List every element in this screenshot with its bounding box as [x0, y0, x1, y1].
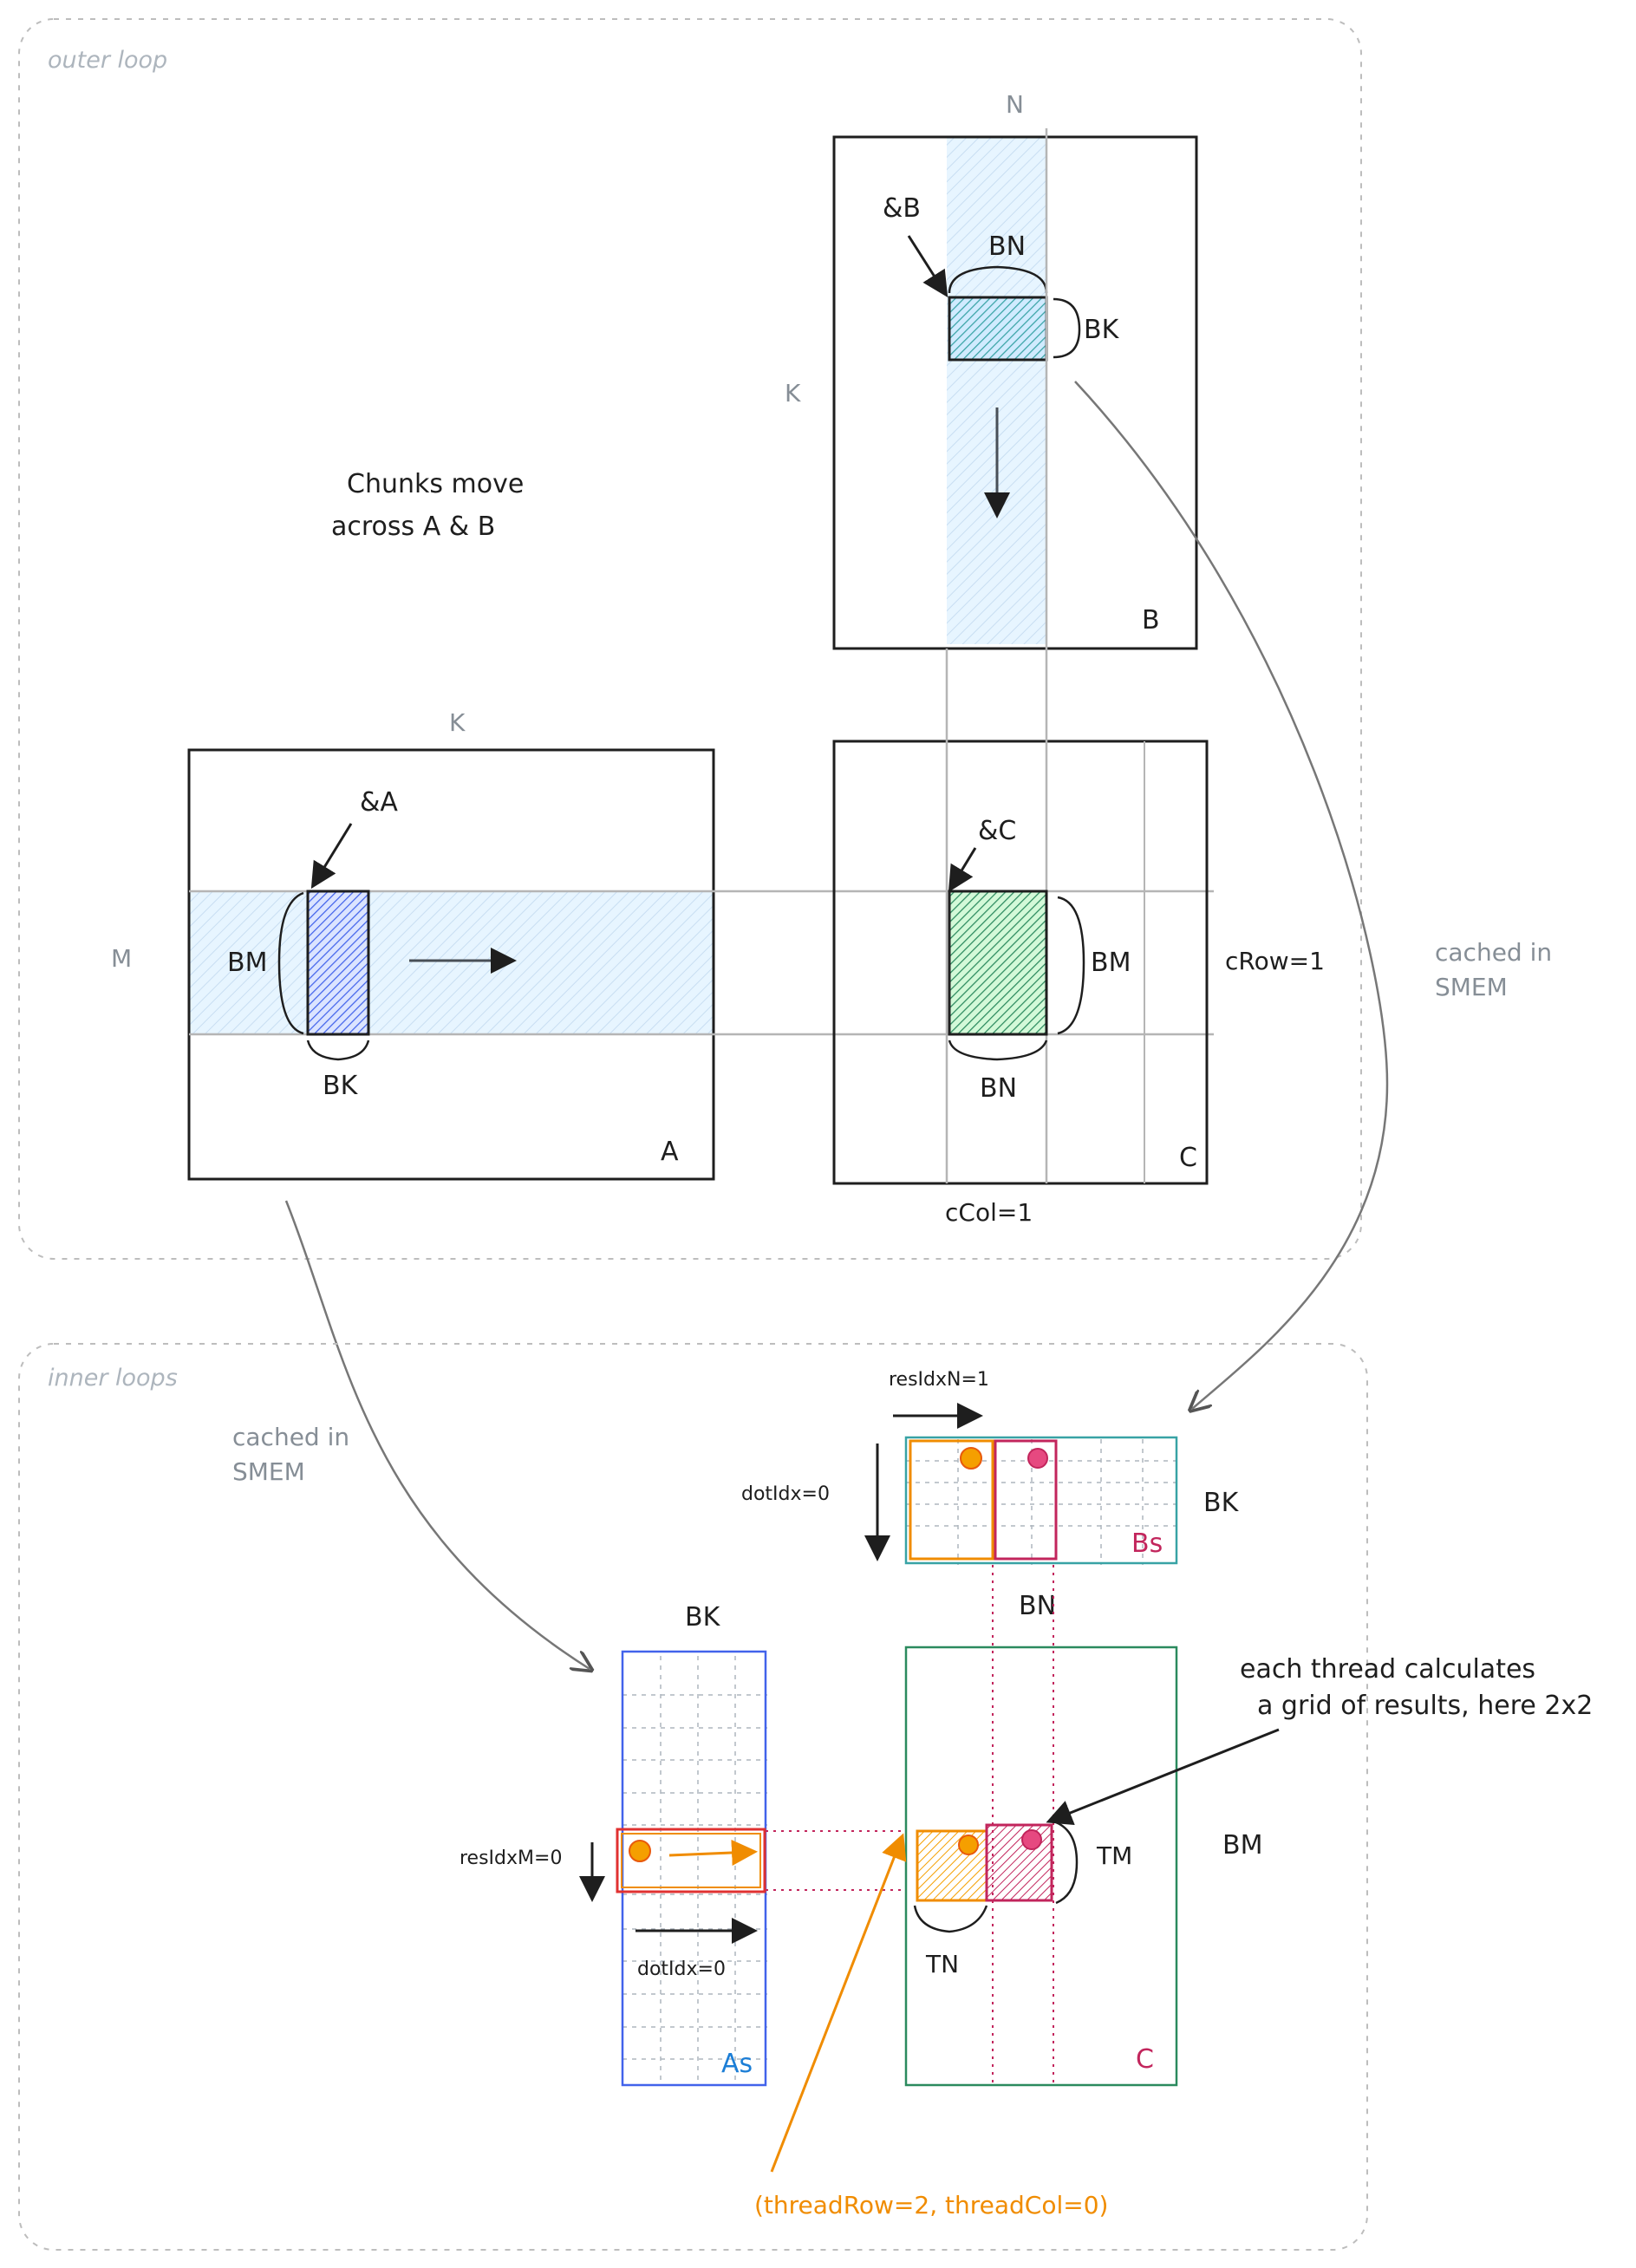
cached-note-b-line1: cached in	[1435, 938, 1552, 967]
as-bk-label: BK	[685, 1602, 721, 1633]
thread-note-line2: a grid of results, here 2x2	[1257, 1691, 1593, 1721]
as-orange-block	[621, 1833, 761, 1888]
as-thread-row	[616, 1828, 766, 1893]
matrix-c: C &C BM BN cRow=1 cCol=1	[832, 128, 1325, 1227]
matrix-c-addr-label: &C	[978, 816, 1016, 846]
matrix-a-bk-brace	[306, 1040, 370, 1061]
matrix-b: B N K &B BN BK	[785, 90, 1198, 650]
chunks-note-line2: across A & B	[331, 512, 495, 542]
bs-crimson-dot	[1027, 1448, 1048, 1469]
matrix-c-bm-label: BM	[1091, 948, 1131, 978]
inner-c-tn-brace	[913, 1905, 988, 1933]
matrix-c-tile-border	[948, 890, 1048, 1036]
cached-note-a-line1: cached in	[232, 1423, 349, 1451]
dot-idx-bs-label: dotIdx=0	[741, 1483, 830, 1505]
inner-c-border	[904, 1646, 1178, 2087]
matrix-a-bm-brace	[277, 891, 304, 1035]
as-label: As	[721, 2049, 753, 2079]
bs-border	[904, 1436, 1178, 1565]
chunks-note-line1: Chunks move	[347, 469, 524, 499]
inner-c-label: C	[1136, 2044, 1154, 2075]
c-row-label: cRow=1	[1225, 947, 1325, 975]
matrix-a: A K M &A BM BK	[111, 708, 1214, 1181]
matrix-a-bk-label: BK	[323, 1071, 359, 1101]
outer-loop-frame	[18, 18, 1362, 1260]
thread-note-line1: each thread calculates	[1240, 1654, 1535, 1685]
outer-loop-title: outer loop	[48, 47, 167, 74]
matrix-a-tile-border	[306, 890, 370, 1036]
matrix-c-label: C	[1179, 1143, 1197, 1173]
matrix-c-tile-hatch	[949, 891, 1046, 1034]
as-tile: dotIdx=0 As BK resIdxM=0	[460, 1602, 767, 2087]
thread-note-arrow	[1046, 1728, 1280, 1826]
matrix-a-bm-label: BM	[227, 948, 267, 978]
matrix-a-tile-hatch	[308, 891, 368, 1034]
bs-orange-dot	[960, 1447, 982, 1470]
bs-tile: Bs BK BN resIdxN=1 dotIdx=0	[741, 1369, 1240, 1621]
inner-loops-title: inner loops	[48, 1365, 178, 1391]
matrix-b-bn-brace	[948, 265, 1048, 294]
thread-coords-label: (threadRow=2, threadCol=0)	[754, 2191, 1108, 2219]
inner-c-crimson-border	[985, 1823, 1053, 1902]
inner-c-crimson-fill	[987, 1825, 1052, 1900]
inner-loops-frame	[18, 1343, 1368, 2251]
bs-crimson-block	[994, 1439, 1058, 1561]
inner-c-tm-label: TM	[1096, 1841, 1132, 1870]
bs-bk-label: BK	[1203, 1488, 1240, 1518]
matrix-b-border	[832, 135, 1198, 650]
matrix-c-bm-brace	[1057, 896, 1085, 1035]
thread-coords-arrow	[770, 1833, 907, 2173]
matrix-c-addr-arrow	[948, 847, 977, 893]
matrix-a-k-label: K	[449, 708, 466, 737]
c-col-label: cCol=1	[945, 1198, 1033, 1227]
dot-idx-as-label: dotIdx=0	[637, 1958, 726, 1980]
bs-label: Bs	[1131, 1528, 1163, 1559]
matrix-c-bn-brace	[948, 1040, 1048, 1061]
inner-c-tm-brace	[1055, 1821, 1079, 1905]
as-orange-dot	[629, 1840, 651, 1862]
bs-bn-label: BN	[1019, 1591, 1056, 1621]
as-grid	[622, 1656, 767, 2081]
matrix-b-column-hatch	[947, 137, 1046, 644]
matrix-b-addr-label: &B	[883, 193, 921, 224]
matrix-a-m-label: M	[111, 944, 132, 973]
matrix-a-row-hatch	[189, 891, 714, 1034]
inner-c-tile: TM TN BM C	[766, 1565, 1262, 2087]
matrix-a-addr-label: &A	[360, 787, 398, 818]
cached-arrow-a	[284, 1200, 590, 1669]
matrix-b-k-label: K	[785, 379, 801, 407]
matrix-b-bk-label: BK	[1084, 315, 1120, 345]
bs-orange-block	[909, 1439, 994, 1561]
matrix-b-bn-label: BN	[988, 231, 1026, 262]
matrix-c-border	[832, 740, 1209, 1185]
inner-c-tn-label: TN	[925, 1950, 959, 1978]
matrix-c-bn-label: BN	[980, 1073, 1017, 1104]
res-idx-m-label: resIdxM=0	[460, 1848, 562, 1869]
matrix-a-addr-arrow	[310, 823, 353, 890]
matrix-b-bk-brace	[1053, 297, 1081, 359]
inner-c-orange-dot	[958, 1835, 979, 1855]
inner-c-crimson-dot	[1021, 1829, 1042, 1850]
cached-arrow-b	[1074, 381, 1389, 1409]
cached-note-b-line2: SMEM	[1435, 973, 1508, 1001]
matrix-a-border	[187, 748, 715, 1181]
res-idx-n-label: resIdxN=1	[889, 1369, 989, 1391]
matrix-b-n-label: N	[1006, 90, 1024, 119]
as-border	[621, 1650, 767, 2087]
matrix-b-addr-arrow	[907, 235, 948, 298]
inner-c-bm-label: BM	[1222, 1830, 1262, 1861]
as-orange-arrow	[668, 1840, 758, 1866]
matrix-a-label: A	[661, 1137, 679, 1167]
matrix-b-tile-hatch	[949, 297, 1046, 360]
cached-note-a-line2: SMEM	[232, 1457, 305, 1486]
matrix-b-label: B	[1142, 605, 1160, 635]
